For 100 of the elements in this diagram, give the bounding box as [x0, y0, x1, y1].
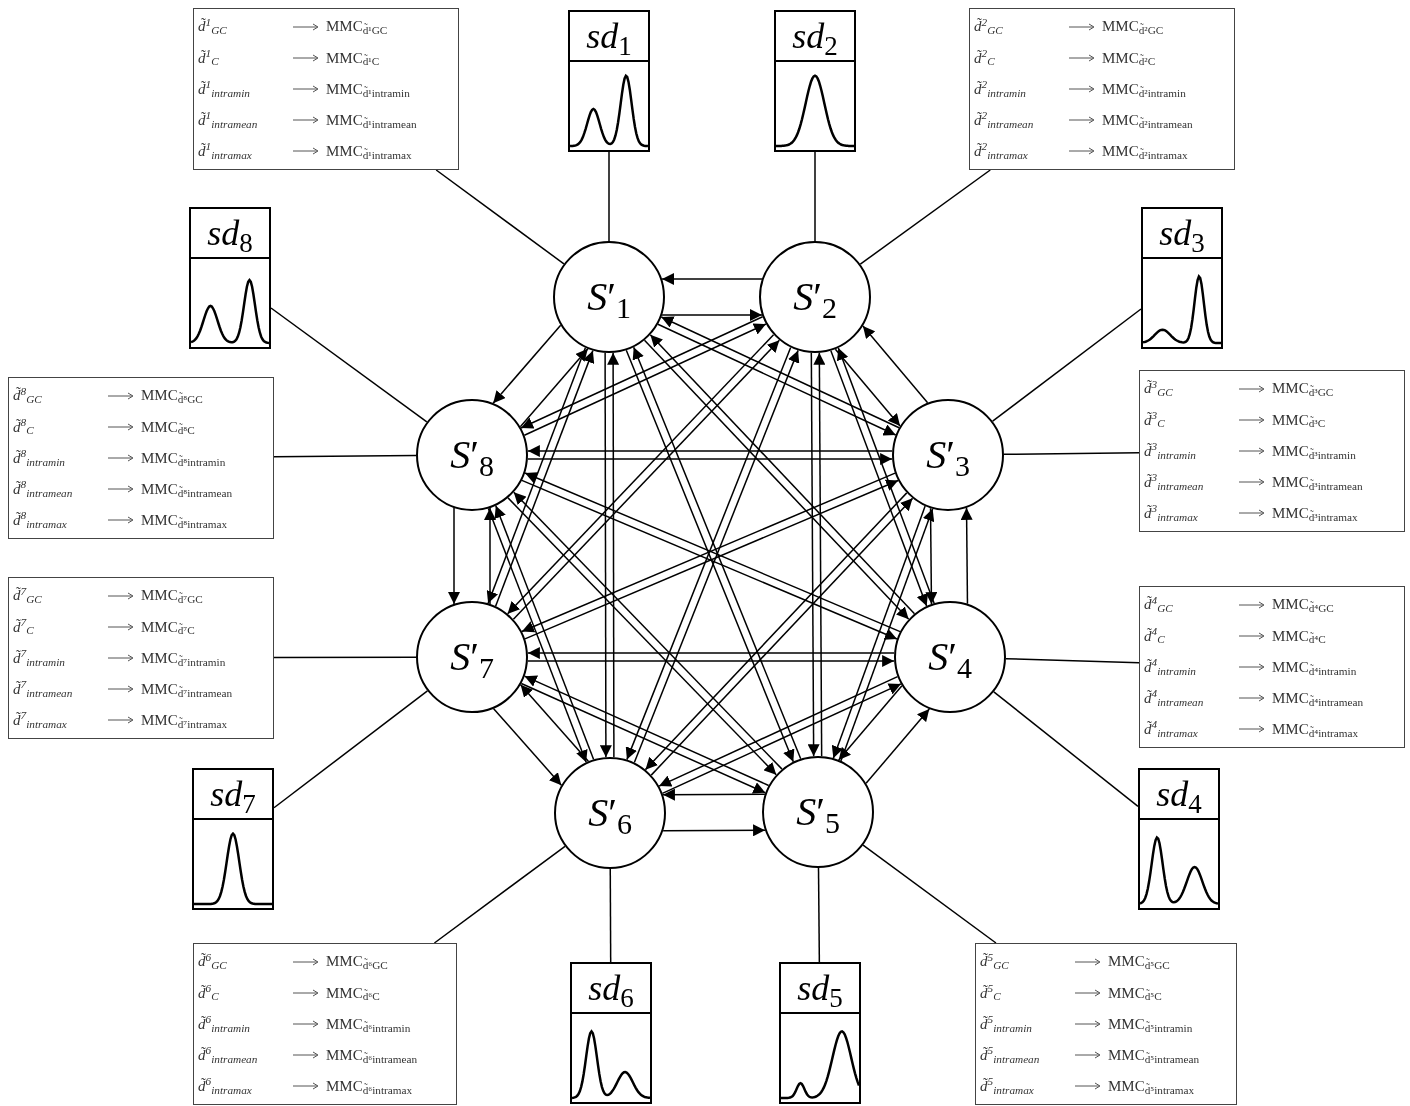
arrow: [527, 453, 893, 465]
mmc-term: MMC$_{d̃³C}$: [1272, 410, 1326, 432]
mapping-table: [8, 577, 274, 739]
arrow: [607, 352, 620, 758]
mmc-term: MMC$_{d̃⁸GC}$: [141, 386, 203, 407]
distribution-card: [779, 962, 861, 1104]
mmc-term: MMC$_{d̃¹C}$: [326, 48, 380, 70]
connector-line: [993, 691, 1139, 808]
state-label: S′$_{7}$: [450, 637, 494, 677]
distribution-label: sd$_{1}$: [586, 18, 632, 54]
arrow: [661, 683, 902, 795]
state-label: S′$_{1}$: [587, 277, 631, 317]
state-label: S′$_{5}$: [796, 792, 840, 832]
mmc-term: MMC$_{d̃⁴GC}$: [1272, 595, 1334, 616]
distribution-label: sd$_{5}$: [797, 970, 843, 1006]
connector-line: [273, 656, 417, 659]
distribution-label: sd$_{3}$: [1159, 215, 1205, 251]
mapping-table: [1139, 586, 1405, 748]
mapping-table: [193, 8, 459, 170]
mmc-term: MMC$_{d̃⁷intramax}$: [141, 711, 228, 732]
mapping-table: [8, 377, 274, 539]
mmc-term: MMC$_{d̃⁷intramean}$: [141, 679, 233, 701]
mmc-term: MMC$_{d̃⁴C}$: [1272, 626, 1326, 648]
mmc-term: MMC$_{d̃⁴intramin}$: [1272, 657, 1357, 679]
mmc-term: MMC$_{d̃³intramin}$: [1272, 441, 1356, 463]
arrow: [519, 684, 590, 763]
arrow: [865, 708, 931, 785]
connector-line: [859, 169, 991, 265]
mapping-table: [969, 8, 1235, 170]
mmc-term: MMC$_{d̃²C}$: [1102, 48, 1156, 70]
connector-line: [433, 845, 566, 944]
distribution-card: [192, 768, 274, 910]
distribution-card: [1138, 768, 1220, 910]
arrow: [834, 348, 901, 427]
arrow: [519, 348, 589, 428]
mmc-term: MMC$_{d̃²intramin}$: [1102, 79, 1186, 101]
connector-line: [608, 151, 610, 242]
connector-line: [270, 307, 428, 423]
arrow: [837, 684, 903, 761]
distribution-card: [189, 207, 271, 349]
distribution-card: [568, 10, 650, 152]
mmc-term: MMC$_{d̃⁷GC}$: [141, 586, 203, 607]
arrow: [527, 655, 895, 667]
connector-line: [1005, 658, 1140, 664]
connector-line: [435, 169, 565, 265]
distribution-label: sd$_{4}$: [1156, 776, 1202, 812]
connector-line: [1003, 451, 1140, 456]
arrow: [527, 445, 893, 457]
mmc-term: MMC$_{d̃⁵intramean}$: [1108, 1045, 1200, 1067]
arrow: [658, 675, 899, 787]
mmc-term: MMC$_{d̃⁶intramean}$: [326, 1045, 418, 1067]
mmc-term: MMC$_{d̃¹intramax}$: [326, 142, 412, 163]
mapping-table: [1139, 370, 1405, 532]
mmc-term: MMC$_{d̃⁶GC}$: [326, 952, 388, 973]
connector-line: [817, 867, 821, 963]
mmc-term: MMC$_{d̃¹intramin}$: [326, 79, 410, 101]
mmc-term: MMC$_{d̃⁷C}$: [141, 617, 195, 639]
mmc-term: MMC$_{d̃⁶intramax}$: [326, 1077, 413, 1098]
connector-line: [814, 151, 816, 242]
mmc-term: MMC$_{d̃⁵GC}$: [1108, 952, 1170, 973]
mmc-term: MMC$_{d̃²intramean}$: [1102, 110, 1193, 132]
mmc-term: MMC$_{d̃⁶intramin}$: [326, 1014, 411, 1036]
mmc-term: MMC$_{d̃⁵intramin}$: [1108, 1014, 1193, 1036]
mmc-term: MMC$_{d̃²intramax}$: [1102, 142, 1188, 163]
state-label: S′$_{6}$: [588, 793, 632, 833]
distribution-label: sd$_{6}$: [588, 970, 634, 1006]
mmc-term: MMC$_{d̃⁵intramax}$: [1108, 1077, 1195, 1098]
distribution-label: sd$_{8}$: [207, 215, 253, 251]
arrow: [492, 324, 562, 404]
mmc-term: MMC$_{d̃⁷intramin}$: [141, 648, 226, 670]
mmc-term: MMC$_{d̃¹intramean}$: [326, 110, 417, 132]
mmc-term: MMC$_{d̃⁴intramax}$: [1272, 720, 1359, 741]
arrow: [813, 352, 826, 757]
state-label: S′$_{8}$: [450, 435, 494, 475]
mmc-term: MMC$_{d̃⁸C}$: [141, 417, 195, 439]
state-label: S′$_{2}$: [793, 277, 837, 317]
distribution-label: sd$_{7}$: [210, 776, 256, 812]
arrow: [807, 352, 820, 757]
mmc-term: MMC$_{d̃⁸intramax}$: [141, 511, 228, 532]
distribution-card: [1141, 207, 1223, 349]
connector-line: [273, 690, 429, 809]
connector-line: [991, 308, 1142, 422]
arrow: [831, 505, 926, 759]
distribution-card: [774, 10, 856, 152]
arrow: [599, 352, 612, 758]
connector-line: [862, 844, 997, 944]
state-label: S′$_{4}$: [928, 637, 972, 677]
mapping-table: [975, 943, 1237, 1105]
state-label: S′$_{3}$: [926, 435, 970, 475]
mmc-term: MMC$_{d̃⁶C}$: [326, 983, 380, 1005]
mmc-term: MMC$_{d̃³intramax}$: [1272, 504, 1358, 525]
mmc-term: MMC$_{d̃⁸intramean}$: [141, 479, 233, 501]
arrow: [492, 707, 563, 786]
mmc-term: MMC$_{d̃⁴intramean}$: [1272, 688, 1364, 710]
mmc-term: MMC$_{d̃²GC}$: [1102, 17, 1164, 38]
arrow: [527, 647, 895, 659]
distribution-label: sd$_{2}$: [792, 18, 838, 54]
mmc-term: MMC$_{d̃¹GC}$: [326, 17, 388, 38]
connector-line: [609, 868, 612, 963]
mmc-term: MMC$_{d̃⁵C}$: [1108, 983, 1162, 1005]
